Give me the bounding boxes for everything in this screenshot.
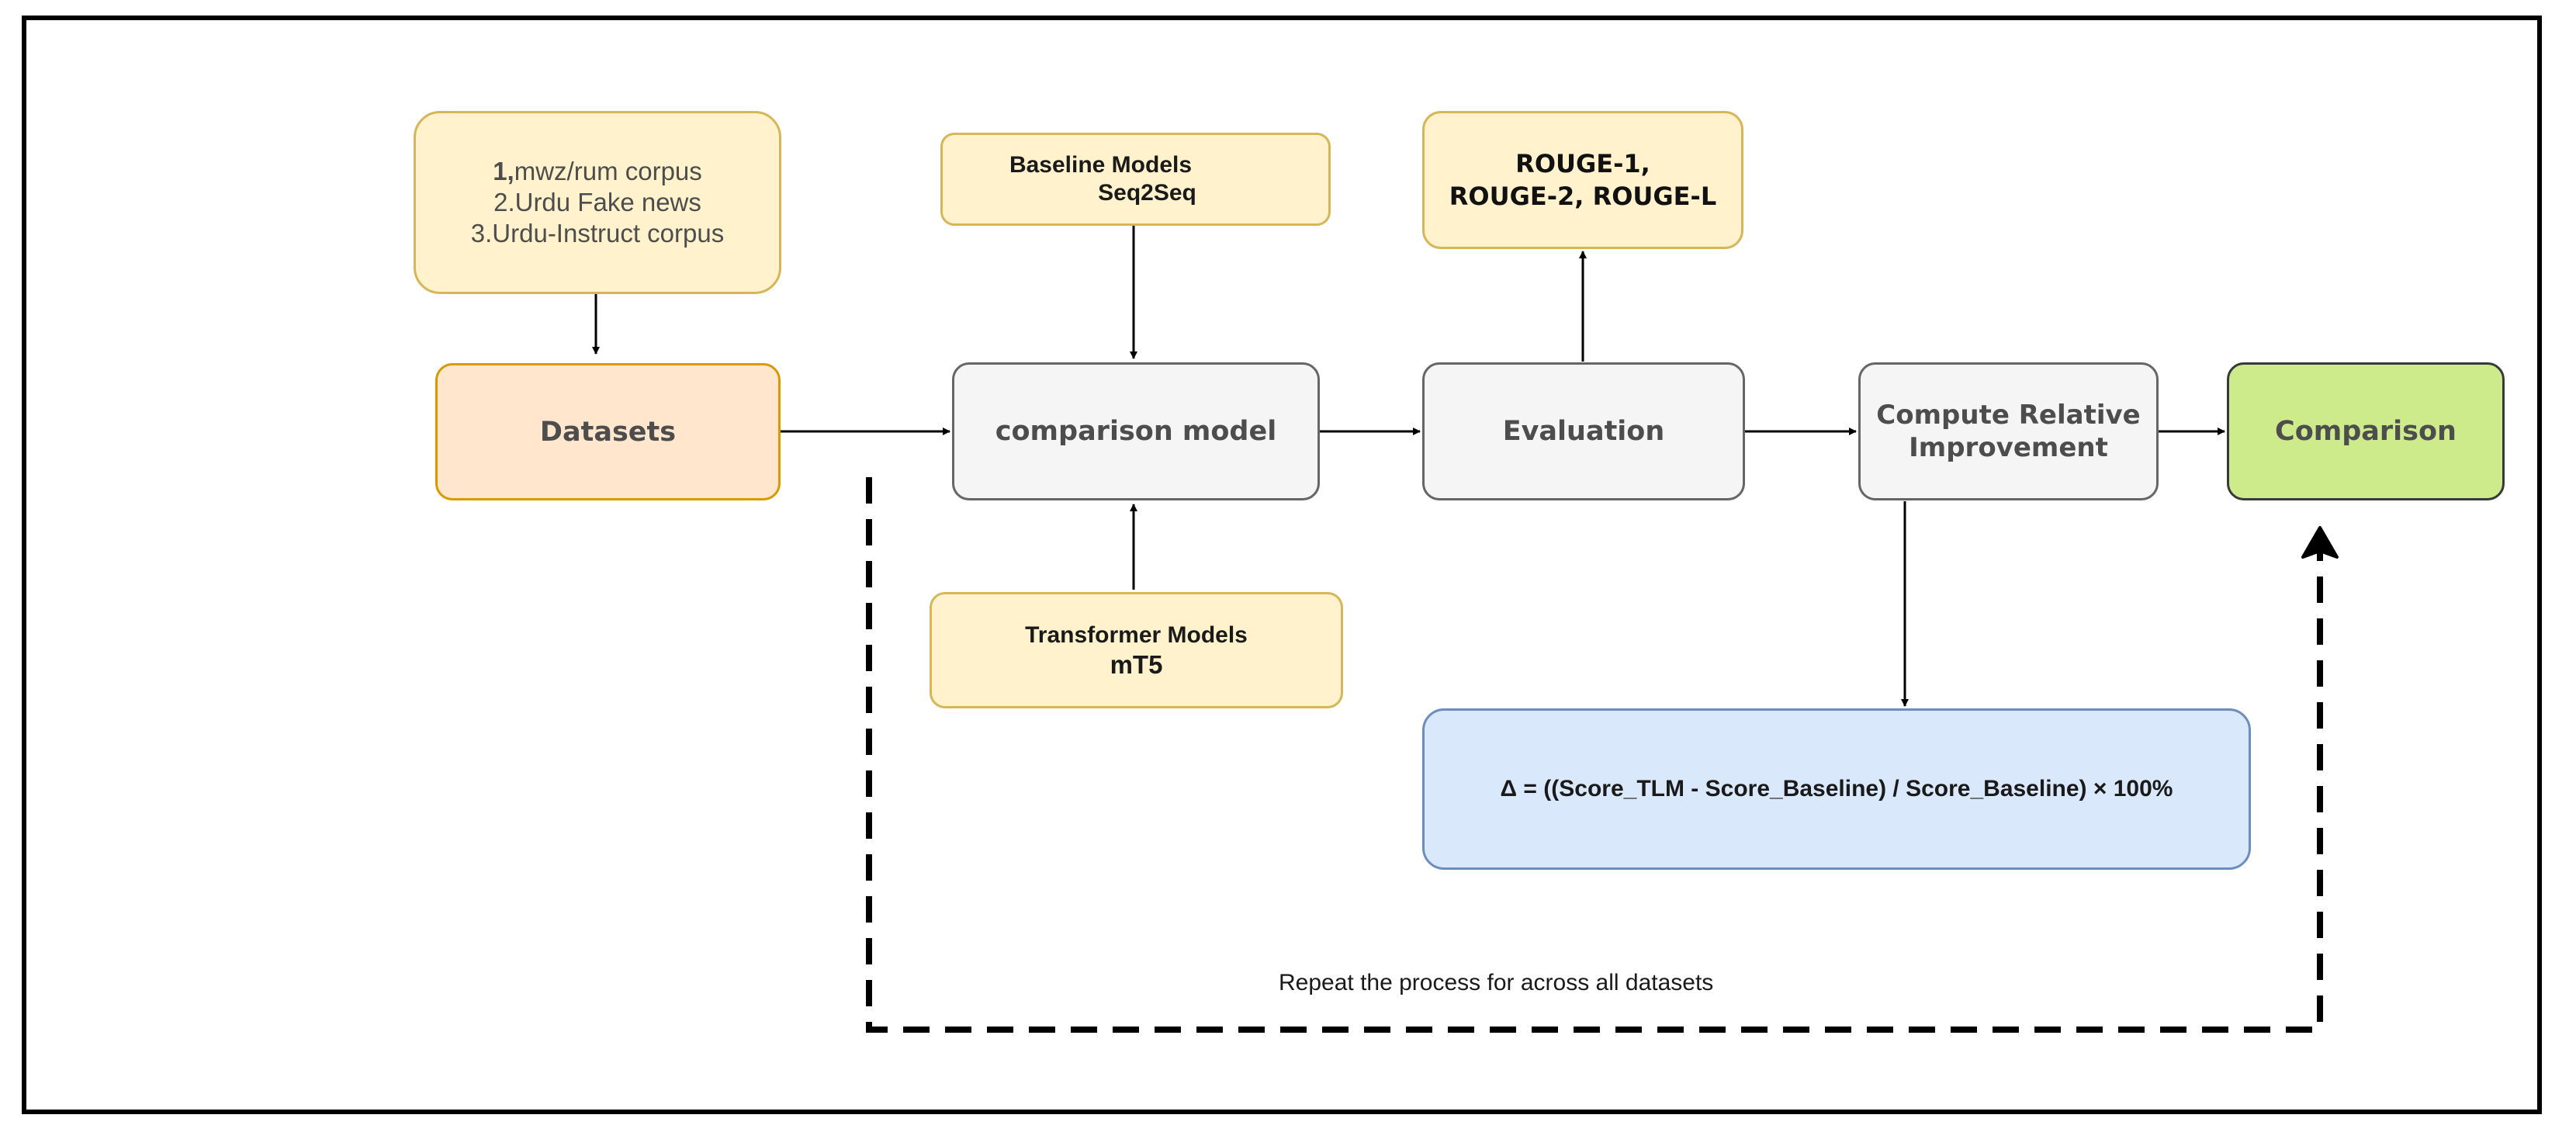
rouge-line-2: ROUGE-2, ROUGE-L xyxy=(1449,182,1717,211)
transformer-line-2: mT5 xyxy=(1110,650,1163,679)
corpora-line-1-number: 1, xyxy=(493,157,514,185)
datasets-node: Datasets xyxy=(435,363,781,500)
rouge-line-1: ROUGE-1, xyxy=(1515,149,1650,178)
transformer-models-node: Transformer Models mT5 xyxy=(930,592,1343,708)
relative-line-2: Improvement xyxy=(1909,432,2108,463)
transformer-line-1: Transformer Models xyxy=(1025,622,1248,648)
diagram-frame xyxy=(22,16,2542,1114)
evaluation-node: Evaluation xyxy=(1422,362,1745,500)
comparison-model-node: comparison model xyxy=(952,362,1320,500)
repeat-process-label: Repeat the process for across all datase… xyxy=(1279,970,1714,995)
edge-repeat-loop-arrowhead xyxy=(2301,526,2339,559)
formula-label: Δ = ((Score_TLM - Score_Baseline) / Scor… xyxy=(1500,776,2173,802)
formula-node: Δ = ((Score_TLM - Score_Baseline) / Scor… xyxy=(1422,708,2251,870)
baseline-models-node: Baseline Models Seq2Seq xyxy=(940,133,1331,226)
compute-relative-improvement-node: Compute Relative Improvement xyxy=(1858,362,2159,500)
corpora-line-3: 3.Urdu-Instruct corpus xyxy=(470,219,725,248)
comparison-model-label: comparison model xyxy=(995,416,1277,447)
edge-repeat-loop xyxy=(866,477,2323,1033)
datasets-label: Datasets xyxy=(539,416,677,448)
comparison-label: Comparison xyxy=(2275,416,2457,447)
corpora-line-1-text: mwz/rum corpus xyxy=(514,157,702,185)
rouge-metrics-node: ROUGE-1, ROUGE-2, ROUGE-L xyxy=(1422,111,1743,249)
baseline-models-line-2: Seq2Seq xyxy=(1098,180,1196,206)
corpora-line-2: 2.Urdu Fake news xyxy=(493,188,701,216)
corpora-node: 1,mwz/rum corpus 2.Urdu Fake news 3.Urdu… xyxy=(414,111,781,294)
baseline-models-line-1: Baseline Models xyxy=(1009,152,1193,178)
relative-line-1: Compute Relative xyxy=(1876,400,2141,431)
comparison-node: Comparison xyxy=(2227,362,2505,500)
evaluation-label: Evaluation xyxy=(1502,416,1665,447)
